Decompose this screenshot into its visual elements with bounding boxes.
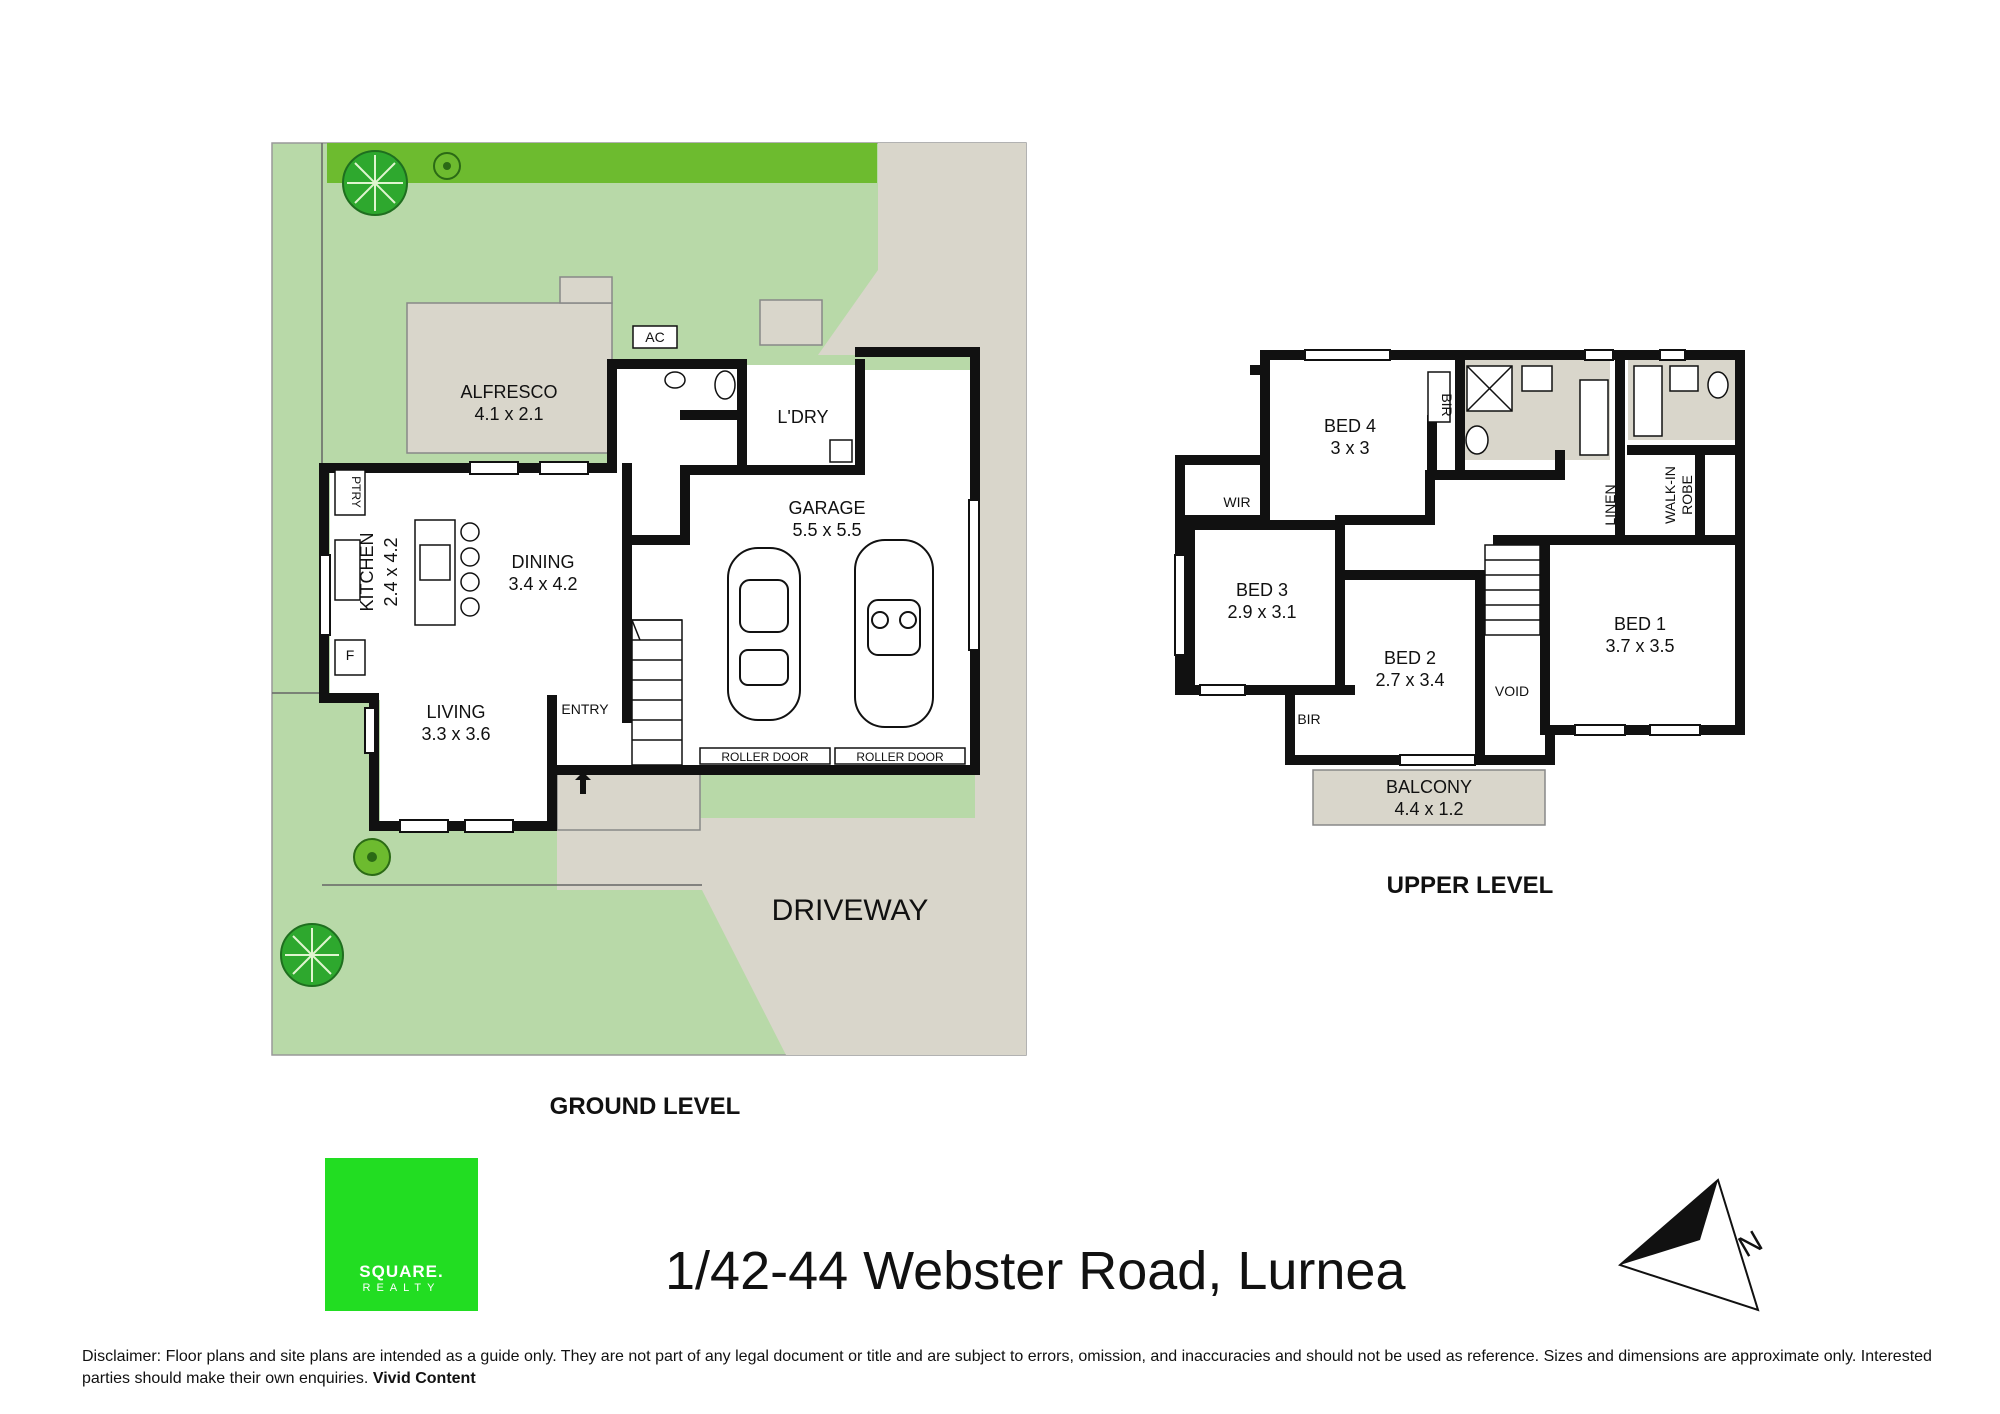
step — [559, 276, 613, 304]
bed1-label: BED 1 — [1614, 614, 1666, 634]
hedge — [327, 143, 877, 183]
ac-label: AC — [645, 329, 664, 345]
living-size: 3.3 x 3.6 — [421, 724, 490, 744]
garage-label: GARAGE — [788, 498, 865, 518]
car-icon — [854, 539, 934, 728]
compass-icon: N — [1618, 1178, 1768, 1312]
logo-line-2: REALTY — [362, 1282, 441, 1294]
roller-door-label: ROLLER DOOR — [721, 750, 809, 764]
upper-windows — [1174, 349, 1701, 766]
bir-bed4-label: BIR — [1439, 393, 1455, 416]
living-label: LIVING — [426, 702, 485, 722]
alfresco-label: ALFRESCO — [460, 382, 557, 402]
driveway-label: DRIVEWAY — [772, 894, 929, 927]
dining-size: 3.4 x 4.2 — [508, 574, 577, 594]
square-realty-logo: SQUARE. REALTY — [325, 1158, 478, 1311]
bed4-size: 3 x 3 — [1330, 438, 1369, 458]
upper-walls — [1175, 350, 1745, 765]
bed3-label: BED 3 — [1236, 580, 1288, 600]
bed3-size: 2.9 x 3.1 — [1227, 602, 1296, 622]
bed4-label: BED 4 — [1324, 416, 1376, 436]
ground-walls — [319, 347, 980, 831]
wir-label: WIR — [1223, 494, 1250, 510]
void-label: VOID — [1495, 683, 1529, 699]
ground-level-plan: ALFRESCO 4.1 x 2.1 AC L'DRY PTRY KITCHEN… — [271, 142, 1027, 1120]
upper-stairs — [1484, 544, 1541, 636]
fridge-label: F — [346, 647, 355, 663]
bed2-label: BED 2 — [1384, 648, 1436, 668]
kitchen-label: KITCHEN — [357, 532, 377, 611]
upper-level-title: UPPER LEVEL — [1387, 872, 1554, 899]
disclaimer: Disclaimer: Floor plans and site plans a… — [82, 1346, 1942, 1390]
roller-door-track — [699, 747, 831, 765]
bir-bed2-label: BIR — [1297, 711, 1320, 727]
tree-icon — [280, 923, 344, 987]
alfresco-size: 4.1 x 2.1 — [474, 404, 543, 424]
step — [759, 299, 823, 346]
walk-in-robe-label: WALK-IN — [1662, 466, 1678, 524]
bed1-size: 3.7 x 3.5 — [1605, 636, 1674, 656]
garage-size: 5.5 x 5.5 — [792, 520, 861, 540]
upper-level-plan: BED 4 3 x 3 BIR WIR BED 3 2.9 x 3.1 BED … — [1174, 349, 1745, 899]
balcony-area — [1312, 769, 1546, 826]
stairs — [630, 619, 683, 766]
pantry-label: PTRY — [349, 476, 363, 508]
alfresco-area — [406, 302, 613, 454]
property-address: 1/42-44 Webster Road, Lurnea — [665, 1241, 1406, 1301]
roller-door-track — [834, 747, 966, 765]
bathroom-fixtures — [664, 370, 853, 463]
kitchen-size: 2.4 x 4.2 — [381, 537, 401, 606]
balcony-label: BALCONY — [1386, 777, 1472, 797]
kitchen-island — [334, 469, 480, 676]
shrub-icon — [353, 838, 391, 876]
entry-label: ENTRY — [561, 701, 609, 717]
upper-bath-fixtures — [1427, 365, 1729, 456]
balcony-size: 4.4 x 1.2 — [1394, 799, 1463, 819]
shrub-icon — [433, 152, 461, 180]
bed2-size: 2.7 x 3.4 — [1375, 670, 1444, 690]
ac-unit — [632, 325, 678, 349]
ground-level-title: GROUND LEVEL — [550, 1093, 741, 1120]
laundry-label: L'DRY — [777, 407, 828, 427]
logo-line-1: SQUARE. — [359, 1262, 444, 1281]
entry-arrow-icon — [575, 772, 591, 794]
tree-icon — [342, 150, 408, 216]
linen-label: LINEN — [1602, 484, 1618, 525]
car-icon — [727, 547, 801, 721]
dining-label: DINING — [512, 552, 575, 572]
windows — [319, 461, 980, 833]
roller-door-label: ROLLER DOOR — [856, 750, 944, 764]
walk-in-robe-label-2: ROBE — [1679, 475, 1695, 515]
ground-interior — [330, 365, 975, 830]
disclaimer-text: Disclaimer: Floor plans and site plans a… — [82, 1348, 1932, 1387]
disclaimer-credit: Vivid Content — [372, 1370, 476, 1387]
